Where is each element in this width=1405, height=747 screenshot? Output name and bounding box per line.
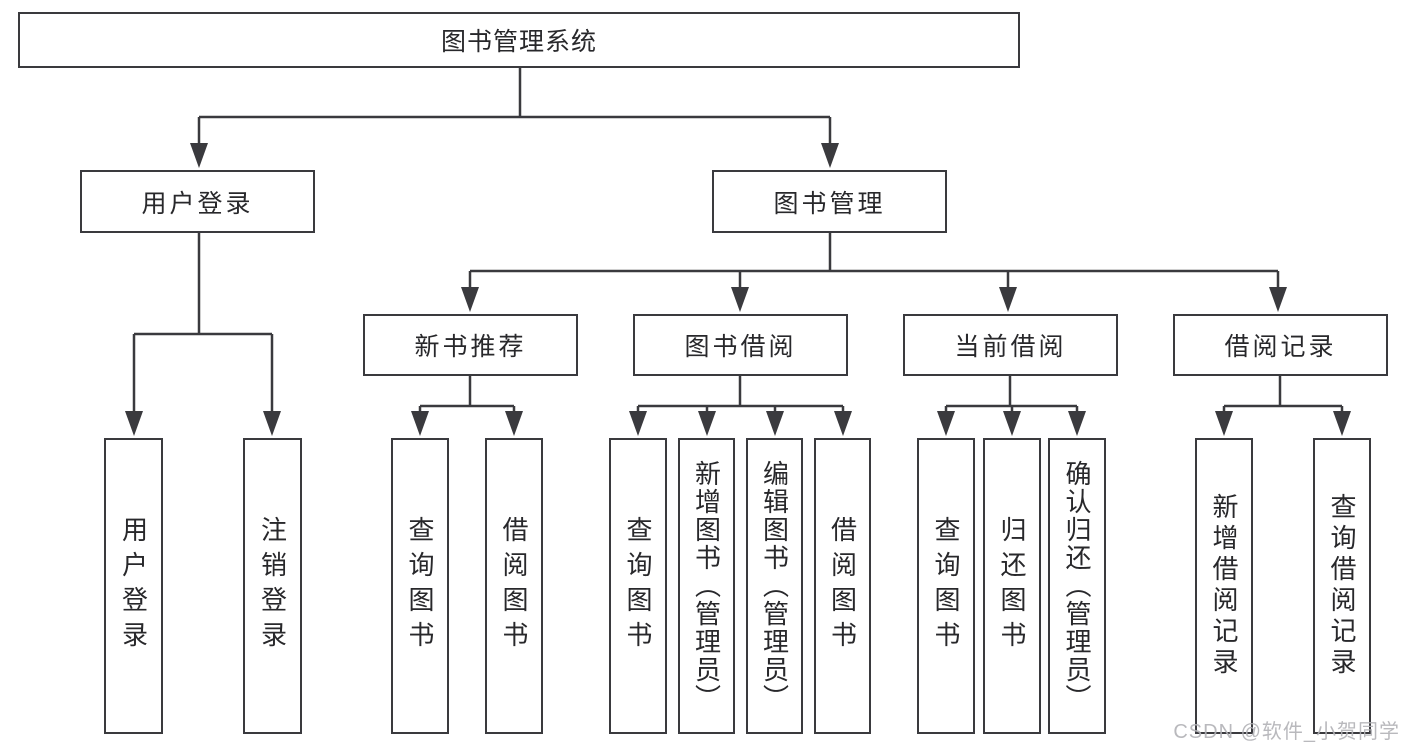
node-label: 借阅记录 — [1224, 333, 1337, 361]
node-label: 注销登录 — [257, 516, 288, 656]
node-label: 图书借阅 — [684, 333, 797, 361]
node-leaf-query-books: 查询图书 — [917, 438, 975, 734]
node-label: 用户登录 — [118, 516, 149, 656]
node-label: 当前借阅 — [954, 333, 1067, 361]
node-label: 查询图书 — [405, 516, 435, 656]
node-borrowing-records: 借阅记录 — [1173, 314, 1388, 376]
node-label: 图书管理 — [773, 189, 886, 218]
node-label: 查询图书 — [931, 516, 961, 656]
node-leaf-query-books: 查询图书 — [609, 438, 667, 734]
node-label: 确认归还（管理员） — [1062, 460, 1092, 712]
node-leaf-confirm-return-admin: 确认归还（管理员） — [1048, 438, 1106, 734]
node-new-book-recommendation: 新书推荐 — [363, 314, 578, 376]
node-leaf-edit-books-admin: 编辑图书（管理员） — [746, 438, 803, 734]
node-book-management: 图书管理 — [712, 170, 947, 233]
node-root-library-management-system: 图书管理系统 — [18, 12, 1020, 68]
node-leaf-add-borrow-record: 新增借阅记录 — [1195, 438, 1253, 734]
node-leaf-query-books: 查询图书 — [391, 438, 449, 734]
node-book-borrowing: 图书借阅 — [633, 314, 848, 376]
node-label: 借阅图书 — [499, 516, 529, 656]
node-leaf-query-borrow-record: 查询借阅记录 — [1313, 438, 1371, 734]
node-leaf-user-login: 用户登录 — [104, 438, 163, 734]
watermark: CSDN @软件_小贺同学 — [1173, 721, 1400, 743]
node-label: 图书管理系统 — [440, 28, 597, 56]
node-label: 借阅图书 — [827, 516, 858, 656]
node-label: 新书推荐 — [414, 333, 527, 361]
node-leaf-borrow-books: 借阅图书 — [485, 438, 543, 734]
node-leaf-return-books: 归还图书 — [983, 438, 1041, 734]
node-label: 用户登录 — [141, 189, 254, 218]
node-label: 编辑图书（管理员） — [759, 460, 790, 712]
arrowheads — [125, 143, 1351, 436]
node-label: 新增借阅记录 — [1209, 493, 1239, 679]
node-current-borrowing: 当前借阅 — [903, 314, 1118, 376]
node-leaf-logout: 注销登录 — [243, 438, 302, 734]
node-label: 新增图书（管理员） — [691, 460, 722, 712]
node-user-login: 用户登录 — [80, 170, 315, 233]
node-label: 查询借阅记录 — [1327, 493, 1357, 679]
node-label: 查询图书 — [623, 516, 653, 656]
node-leaf-borrow-books: 借阅图书 — [814, 438, 871, 734]
node-leaf-add-books-admin: 新增图书（管理员） — [678, 438, 735, 734]
node-label: 归还图书 — [997, 516, 1027, 656]
